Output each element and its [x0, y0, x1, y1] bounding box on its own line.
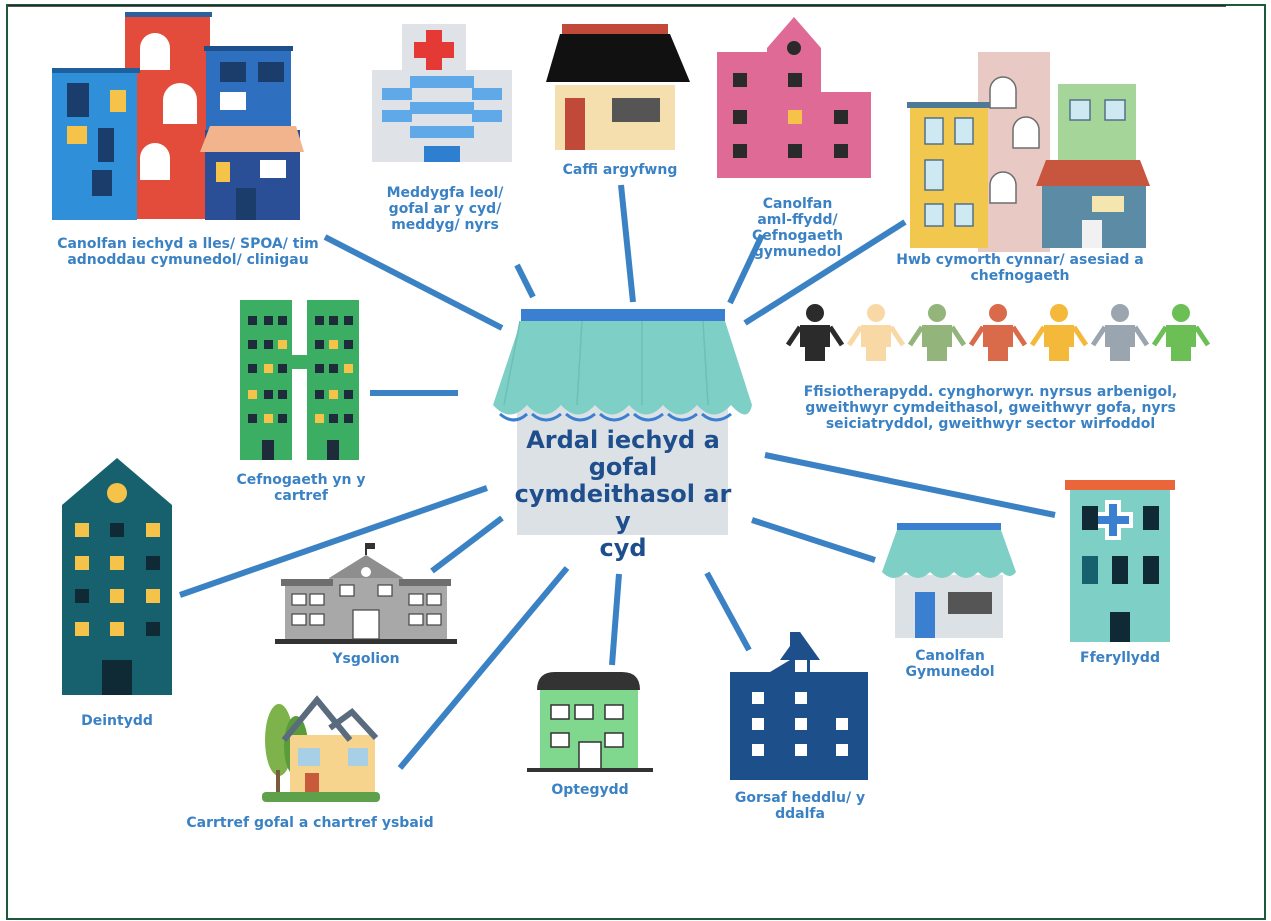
connector-health-wellbeing-centre [323, 234, 504, 331]
police-station-icon [730, 632, 868, 780]
connector-pharmacy [764, 452, 1056, 518]
label-care-home: Carrtref gofal a chartref ysbaid [186, 815, 434, 831]
frame-border [6, 4, 1266, 920]
pink-building-icon [717, 17, 871, 178]
cafe-shop-icon [546, 24, 690, 150]
label-crisis-cafe: Caffi argyfwng [562, 162, 678, 178]
people-icon [785, 304, 1211, 361]
label-optician: Optegydd [551, 782, 629, 798]
label-dentist: Deintydd [81, 713, 153, 729]
connector-early-help-hub [743, 219, 907, 326]
label-home-support: Cefnogaeth yn y cartref [236, 472, 366, 504]
label-community-centre: Canolfan Gymunedol [905, 648, 995, 680]
center-label: Ardal iechyd a gofal cymdeithasol ar y c… [514, 426, 732, 562]
connector-optician [609, 573, 622, 666]
tower-blocks-icon [240, 300, 359, 460]
label-police-station: Gorsaf heddlu/ y ddalfa [734, 790, 866, 822]
label-schools: Ysgolion [332, 651, 400, 667]
label-early-help-hub: Hwb cymorth cynnar/ asesiad a chefnogaet… [896, 252, 1144, 284]
apartment-buildings-icon [52, 12, 304, 220]
label-pharmacy: Fferyllydd [1080, 650, 1160, 666]
connector-dentist [179, 485, 488, 598]
connector-care-home [397, 566, 570, 770]
label-health-wellbeing-centre: Canolfan iechyd a lles/ SPOA/ tim adnodd… [57, 236, 319, 268]
town-houses-icon [907, 52, 1150, 252]
small-shop-icon [882, 523, 1016, 638]
label-gp-surgery: Meddygfa leol/ gofal ar y cyd/ meddyg/ n… [386, 185, 504, 233]
connector-schools [430, 515, 504, 574]
connector-gp-surgery [514, 263, 536, 299]
label-professionals: Ffisiotherapydd. cynghorwyr. nyrsus arbe… [803, 384, 1178, 432]
connector-multipurpose-centre [727, 233, 765, 305]
green-shop-icon [527, 672, 653, 772]
tall-teal-building-icon [62, 458, 172, 695]
pharmacy-icon [1065, 480, 1175, 642]
house-with-trees-icon [262, 695, 380, 802]
school-icon [275, 543, 457, 644]
connector-crisis-cafe [618, 184, 636, 303]
central-shop-icon [493, 309, 752, 535]
hospital-icon [372, 24, 512, 162]
connector-police-station [704, 571, 752, 652]
connector-community-centre [751, 517, 876, 563]
label-multipurpose-centre: Canolfan aml-ffydd/ Cefnogaeth gymunedol [751, 196, 844, 260]
